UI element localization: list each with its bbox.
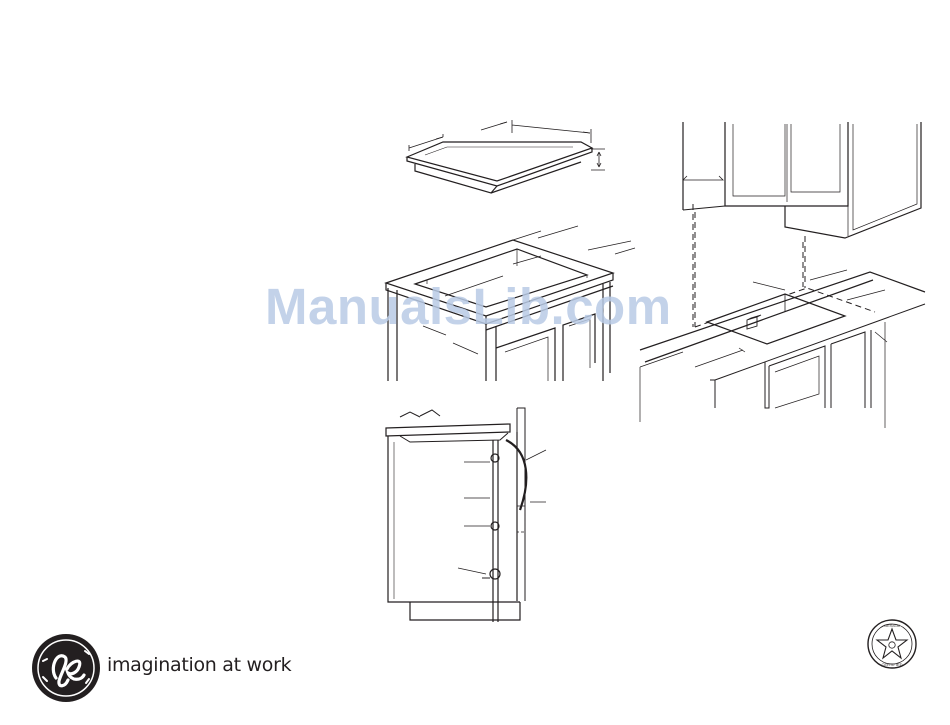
gas-connection-side-view-diagram <box>380 402 555 624</box>
ge-monogram-logo <box>31 633 101 708</box>
star-seal-icon: DESIGN CERTIFIED <box>866 618 918 670</box>
seal-top-text: DESIGN <box>884 623 899 628</box>
cabinet-clearance-diagram <box>635 112 935 432</box>
seal-bottom-text: CERTIFIED <box>881 662 902 667</box>
manualslib-watermark: ManualsLib.com <box>265 277 672 336</box>
design-certified-seal: DESIGN CERTIFIED <box>866 618 918 675</box>
ge-logo-icon <box>31 633 101 703</box>
tagline: imagination at work <box>107 654 291 676</box>
cooktop-dimensions-diagram <box>395 115 610 195</box>
